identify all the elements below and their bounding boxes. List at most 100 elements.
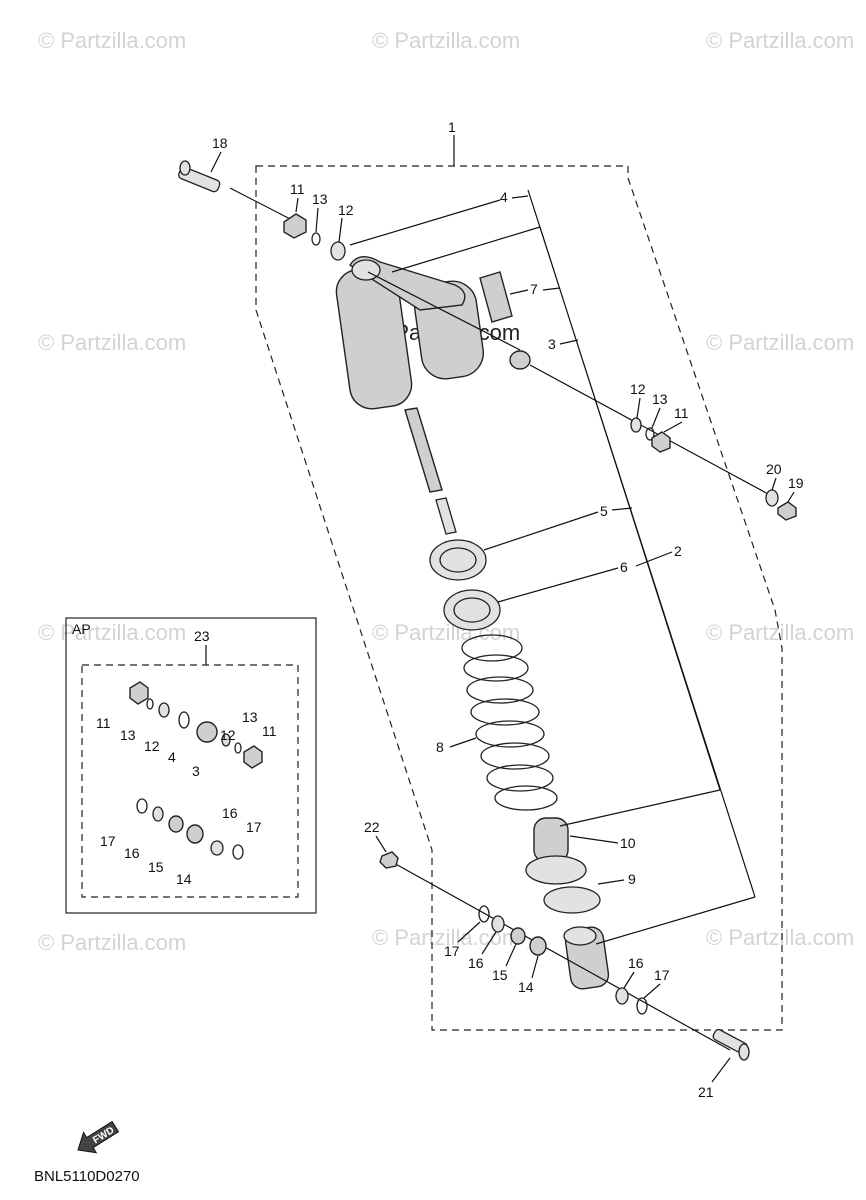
ap-part-14[interactable]	[186, 824, 204, 844]
ap-part-16b[interactable]	[210, 840, 224, 856]
ap-kit-box	[65, 617, 317, 914]
ap-callout-17a[interactable]: 17	[100, 833, 116, 849]
part-shaft-end[interactable]	[435, 497, 457, 535]
part-6-locknut[interactable]	[443, 589, 501, 631]
callout-10[interactable]: 10	[620, 835, 636, 851]
callout-11-top[interactable]: 11	[290, 181, 305, 197]
ap-callout-16b[interactable]: 16	[222, 805, 238, 821]
ap-callout-11b[interactable]: 11	[262, 723, 277, 739]
watermark-text: © Partzilla.com	[706, 620, 854, 645]
ap-callout-17b[interactable]: 17	[246, 819, 262, 835]
ap-kit-inner-box	[81, 664, 299, 898]
callout-11-right[interactable]: 11	[674, 405, 689, 421]
part-20-washer[interactable]	[765, 489, 779, 507]
callout-9[interactable]: 9	[628, 871, 636, 887]
part-19-nut[interactable]	[777, 501, 797, 521]
callout-23[interactable]: 23	[194, 628, 210, 644]
part-10-bump-stop[interactable]	[533, 817, 569, 863]
diagram-code: BNL5110D0270	[34, 1168, 140, 1185]
ap-callout-13a[interactable]: 13	[120, 727, 136, 743]
part-7-label[interactable]	[479, 271, 513, 323]
part-21-bolt[interactable]	[712, 1028, 750, 1061]
watermark-text: © Partzilla.com	[372, 620, 520, 645]
part-9-collar[interactable]	[525, 855, 601, 914]
leader-frame	[527, 189, 756, 898]
ap-part-15[interactable]	[168, 815, 184, 833]
ap-callout-15[interactable]: 15	[148, 859, 164, 875]
part-8-spring[interactable]	[461, 634, 558, 811]
fwd-arrow-icon: FWD	[77, 1120, 120, 1154]
callout-12-right[interactable]: 12	[630, 381, 646, 397]
ap-part-17a[interactable]	[136, 798, 148, 814]
callout-2[interactable]: 2	[674, 543, 682, 559]
ap-callout-11a[interactable]: 11	[96, 715, 111, 731]
callout-17-lower-right[interactable]: 17	[654, 967, 670, 983]
callout-7[interactable]: 7	[530, 281, 538, 297]
assembly-outline	[255, 165, 783, 1031]
part-14-bushing-lower[interactable]	[529, 936, 547, 956]
callout-16-lower-right[interactable]: 16	[628, 955, 644, 971]
part-11-nut-top[interactable]	[283, 213, 307, 239]
part-shock-shaft[interactable]	[404, 407, 443, 493]
part-22-fitting[interactable]	[379, 851, 399, 869]
watermark-text: © Partzilla.com	[38, 330, 186, 355]
ap-part-13a[interactable]	[146, 698, 154, 710]
part-5-locknut[interactable]	[429, 539, 487, 581]
ap-part-12a[interactable]	[158, 702, 170, 718]
ap-box-label: AP	[72, 621, 91, 637]
callout-17-lower-left[interactable]: 17	[444, 943, 460, 959]
callout-12-top[interactable]: 12	[338, 202, 354, 218]
ap-callout-12b[interactable]: 12	[220, 727, 236, 743]
callout-4[interactable]: 4	[500, 189, 508, 205]
ap-part-3[interactable]	[196, 721, 218, 743]
ap-part-11a[interactable]	[129, 681, 149, 705]
callout-5[interactable]: 5	[600, 503, 608, 519]
ap-part-11b[interactable]	[243, 745, 263, 769]
part-16-collar-lower-right[interactable]	[615, 987, 629, 1005]
ap-part-13b[interactable]	[234, 742, 242, 754]
part-lower-clevis[interactable]	[563, 926, 610, 991]
callout-13-top[interactable]: 13	[312, 191, 328, 207]
ap-part-17b[interactable]	[232, 844, 244, 860]
callout-1[interactable]: 1	[448, 119, 456, 135]
part-17-seal-lower-left[interactable]	[478, 905, 490, 923]
watermark-text: © Partzilla.com	[372, 28, 520, 53]
ap-part-4[interactable]	[178, 711, 190, 729]
callout-16-lower-left[interactable]: 16	[468, 955, 484, 971]
callout-20[interactable]: 20	[766, 461, 782, 477]
ap-callout-12a[interactable]: 12	[144, 738, 160, 754]
callout-21[interactable]: 21	[698, 1084, 714, 1100]
part-12-washer-right[interactable]	[630, 417, 642, 433]
ap-callout-3[interactable]: 3	[192, 763, 200, 779]
ap-part-16a[interactable]	[152, 806, 164, 822]
ap-part-12b[interactable]	[221, 733, 231, 747]
callout-8[interactable]: 8	[436, 739, 444, 755]
ap-callout-14[interactable]: 14	[176, 871, 192, 887]
watermark-text: © Partzilla.com	[38, 620, 186, 645]
callout-18[interactable]: 18	[212, 135, 228, 151]
part-15-bearing-lower[interactable]	[510, 927, 526, 945]
part-13-ring-top[interactable]	[311, 232, 321, 246]
part-3-bushing[interactable]	[509, 350, 531, 370]
callout-13-right[interactable]: 13	[652, 391, 668, 407]
part-12-washer-top[interactable]	[330, 241, 346, 261]
watermark-text: © Partzilla.com	[38, 930, 186, 955]
part-18-bolt[interactable]	[178, 160, 221, 193]
part-17-seal-lower-right[interactable]	[636, 997, 648, 1015]
callout-6[interactable]: 6	[620, 559, 628, 575]
callout-22[interactable]: 22	[364, 819, 380, 835]
callout-14[interactable]: 14	[518, 979, 534, 995]
ap-callout-13b[interactable]: 13	[242, 709, 258, 725]
watermark-text: © Partzilla.com	[706, 330, 854, 355]
part-13-ring-right[interactable]	[645, 427, 655, 441]
callout-3[interactable]: 3	[548, 336, 556, 352]
watermark-text: © Partzilla.com	[38, 28, 186, 53]
part-11-nut-right[interactable]	[651, 431, 671, 453]
part-shock-body[interactable]	[334, 256, 487, 412]
ap-callout-4[interactable]: 4	[168, 749, 176, 765]
ap-callout-16a[interactable]: 16	[124, 845, 140, 861]
part-16-collar-lower-left[interactable]	[491, 915, 505, 933]
callout-19[interactable]: 19	[788, 475, 804, 491]
callout-15[interactable]: 15	[492, 967, 508, 983]
